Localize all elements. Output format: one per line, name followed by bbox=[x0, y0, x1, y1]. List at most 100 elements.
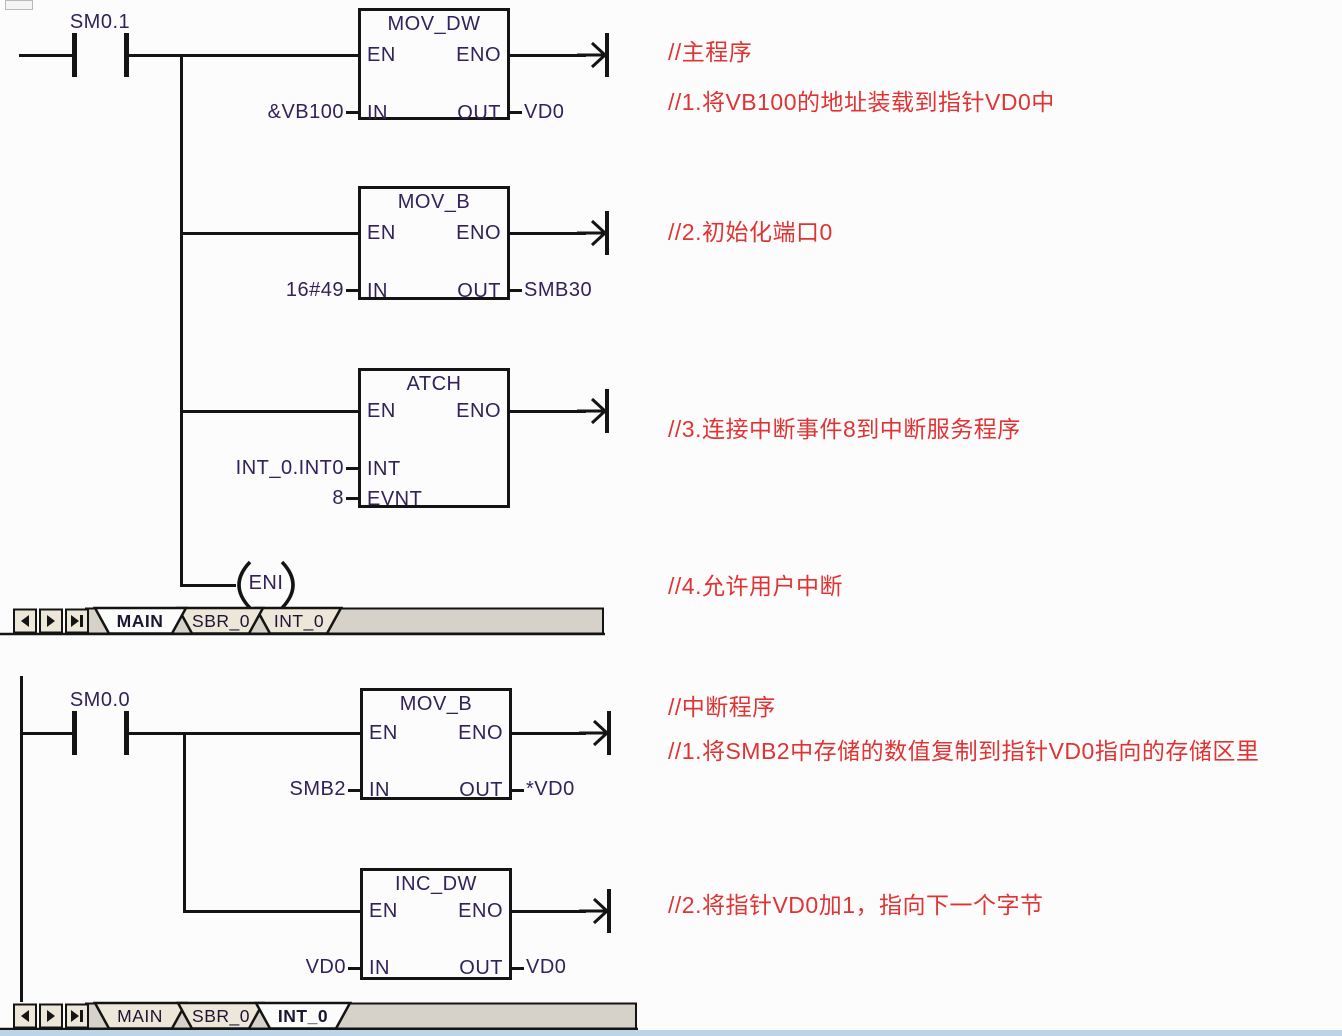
pin-label-out: OUT bbox=[457, 102, 501, 124]
tab-label-int-0[interactable]: INT_0 bbox=[274, 611, 324, 632]
scroll-end-icon bbox=[71, 615, 79, 627]
pin-stub bbox=[512, 967, 524, 970]
network-comment: //3.连接中断事件8到中断服务程序 bbox=[668, 416, 1021, 442]
pin-stub bbox=[346, 467, 358, 470]
block-title: INC_DW bbox=[395, 873, 477, 895]
instruction-block-mov-b[interactable]: MOV_B EN ENO IN OUT bbox=[358, 186, 510, 302]
wire bbox=[510, 54, 586, 57]
operand-input[interactable]: &VB100 bbox=[267, 101, 344, 123]
pin-label-en: EN bbox=[367, 44, 396, 66]
power-rail bbox=[20, 676, 23, 1002]
contact-label[interactable]: SM0.0 bbox=[69, 689, 131, 711]
operand-input[interactable]: VD0 bbox=[305, 956, 346, 978]
pin-label-en: EN bbox=[367, 222, 396, 244]
pin-label-en: EN bbox=[367, 400, 396, 422]
wire bbox=[183, 410, 358, 413]
pin-label-in: IN bbox=[367, 102, 388, 124]
network-comment: //2.将指针VD0加1，指向下一个字节 bbox=[668, 892, 1044, 918]
instruction-block-mov-dw[interactable]: MOV_DW EN ENO IN OUT bbox=[358, 8, 510, 124]
rung-continuation-arrow-icon bbox=[579, 889, 611, 933]
coil-label[interactable]: ENI bbox=[248, 572, 284, 594]
rung-continuation-arrow-icon bbox=[579, 711, 611, 755]
pin-stub bbox=[346, 111, 358, 114]
pin-label-eno: ENO bbox=[456, 400, 501, 422]
tab-label-int-0[interactable]: INT_0 bbox=[278, 1006, 328, 1026]
pin-stub bbox=[348, 967, 360, 970]
wire bbox=[186, 910, 360, 913]
block-title: MOV_B bbox=[397, 191, 471, 213]
rung-continuation-arrow-icon bbox=[577, 33, 609, 77]
pin-label-evnt: EVNT bbox=[367, 488, 423, 510]
network-comment: //主程序 bbox=[668, 39, 753, 65]
pin-label-eno: ENO bbox=[456, 44, 501, 66]
wire bbox=[510, 232, 586, 235]
pou-tab-bar-top: MAIN SBR_0 INT_0 bbox=[0, 606, 605, 636]
wire bbox=[22, 732, 72, 735]
rung-continuation-arrow-icon bbox=[577, 211, 609, 255]
pin-stub bbox=[348, 789, 360, 792]
operand-input[interactable]: SMB2 bbox=[289, 778, 346, 800]
pin-stub bbox=[346, 289, 358, 292]
scroll-left-icon bbox=[21, 615, 29, 627]
pin-label-out: OUT bbox=[459, 957, 503, 979]
network-comment: //2.初始化端口0 bbox=[668, 219, 833, 245]
pin-label-eno: ENO bbox=[458, 900, 503, 922]
wire bbox=[183, 232, 358, 235]
window-edge-strip bbox=[0, 1030, 1342, 1036]
pin-label-eno: ENO bbox=[458, 722, 503, 744]
normally-open-contact[interactable] bbox=[72, 711, 77, 755]
normally-open-contact[interactable] bbox=[124, 711, 129, 755]
scroll-right-icon bbox=[47, 615, 55, 627]
tab-label-sbr-0[interactable]: SBR_0 bbox=[192, 1006, 250, 1027]
operand-output[interactable]: VD0 bbox=[526, 956, 567, 978]
normally-open-contact[interactable] bbox=[124, 33, 129, 77]
tab-label-sbr-0[interactable]: SBR_0 bbox=[192, 611, 250, 632]
wire bbox=[129, 54, 358, 57]
network-comment: //4.允许用户中断 bbox=[668, 573, 843, 599]
pin-label-out: OUT bbox=[459, 779, 503, 801]
pin-label-in: IN bbox=[369, 957, 390, 979]
pin-label-en: EN bbox=[369, 900, 398, 922]
instruction-block-atch[interactable]: ATCH EN ENO INT EVNT bbox=[358, 368, 510, 510]
wire bbox=[512, 732, 586, 735]
scroll-end-bar bbox=[80, 1010, 83, 1022]
contact-label[interactable]: SM0.1 bbox=[69, 11, 131, 33]
wire bbox=[512, 910, 586, 913]
block-title: ATCH bbox=[406, 373, 462, 395]
pin-label-out: OUT bbox=[457, 280, 501, 302]
instruction-block-mov-b[interactable]: MOV_B EN ENO IN OUT bbox=[360, 688, 512, 801]
scroll-end-bar bbox=[80, 615, 83, 627]
pin-label-in: IN bbox=[367, 280, 388, 302]
pin-label-int: INT bbox=[367, 458, 401, 480]
pin-stub bbox=[510, 111, 522, 114]
instruction-block-inc-dw[interactable]: INC_DW EN ENO IN OUT bbox=[360, 868, 512, 980]
pin-label-en: EN bbox=[369, 722, 398, 744]
pin-stub bbox=[346, 497, 358, 500]
eni-coil[interactable] bbox=[226, 560, 306, 610]
operand-evnt[interactable]: 8 bbox=[332, 487, 344, 509]
operand-int[interactable]: INT_0.INT0 bbox=[235, 457, 344, 479]
block-title: MOV_B bbox=[399, 693, 473, 715]
pin-stub bbox=[512, 789, 524, 792]
pin-label-in: IN bbox=[369, 779, 390, 801]
pin-label-eno: ENO bbox=[456, 222, 501, 244]
scroll-left-icon bbox=[21, 1010, 29, 1022]
operand-input[interactable]: 16#49 bbox=[285, 279, 344, 301]
branch-wire bbox=[180, 54, 183, 587]
operand-output[interactable]: *VD0 bbox=[526, 778, 575, 800]
network-comment: //中断程序 bbox=[668, 694, 776, 720]
operand-output[interactable]: SMB30 bbox=[524, 279, 593, 301]
network-comment: //1.将VB100的地址装载到指针VD0中 bbox=[668, 89, 1055, 115]
network-comment: //1.将SMB2中存储的数值复制到指针VD0指向的存储区里 bbox=[668, 738, 1260, 764]
normally-open-contact[interactable] bbox=[72, 33, 77, 77]
wire bbox=[129, 732, 360, 735]
scroll-end-icon bbox=[71, 1010, 79, 1022]
tab-label-main[interactable]: MAIN bbox=[117, 1006, 163, 1026]
rung-continuation-arrow-icon bbox=[577, 389, 609, 433]
pin-stub bbox=[510, 289, 522, 292]
branch-wire bbox=[183, 732, 186, 913]
selection-artifact bbox=[5, 0, 33, 10]
operand-output[interactable]: VD0 bbox=[524, 101, 565, 123]
tab-label-main[interactable]: MAIN bbox=[117, 611, 164, 631]
